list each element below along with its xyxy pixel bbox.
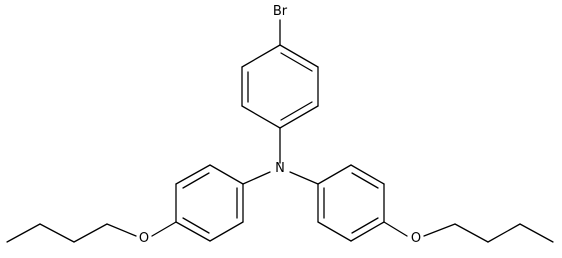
bond-n-left [242,171,271,185]
atom-label-o-right: O [411,231,421,246]
atom-label-br: Br [273,4,288,19]
butoxy-right [383,221,554,243]
atom-label-n: N [275,161,285,176]
butoxy-left [6,221,177,243]
ring-left [175,164,244,242]
bond-n-right [289,171,319,185]
ring-top [241,44,319,129]
atom-label-o-left: O [139,231,149,246]
ring-right [317,164,385,242]
